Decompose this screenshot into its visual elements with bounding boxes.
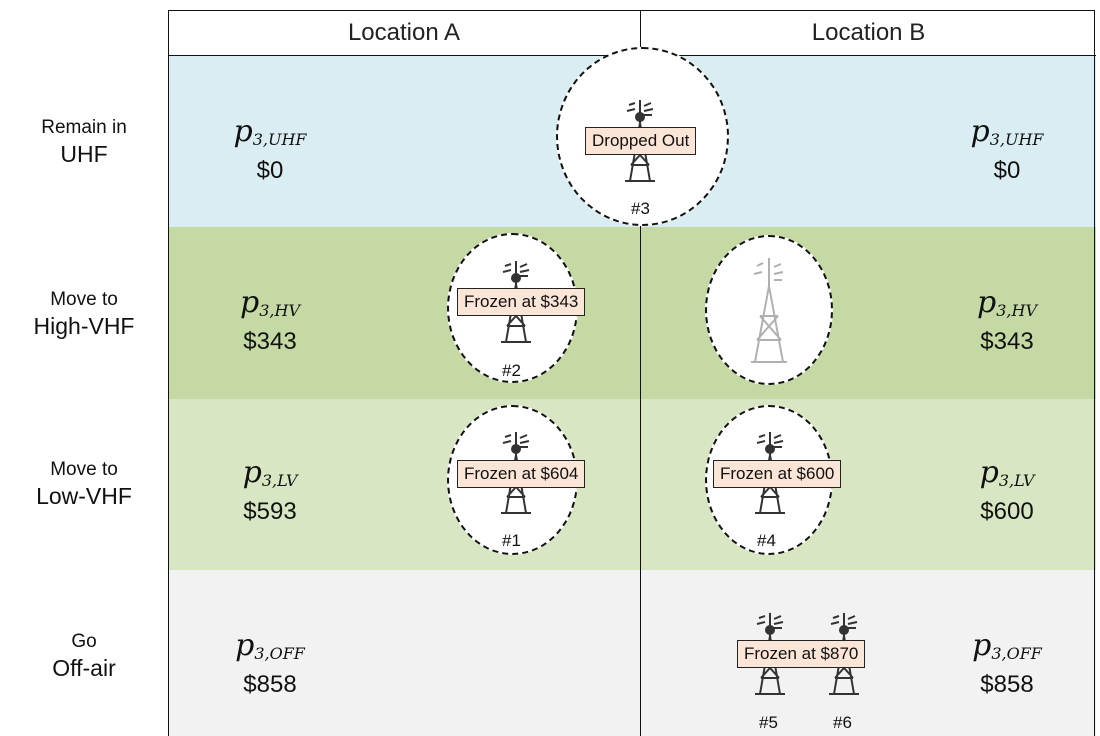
price-value: $343 <box>980 328 1034 355</box>
price-symbol: p <box>970 114 990 149</box>
price-subscript: 3,UHF <box>989 130 1044 149</box>
price-b-high-vhf: p3,HV $343 <box>942 287 1072 357</box>
row-label-line1: Remain in <box>41 117 127 138</box>
price-a-low-vhf: p3,LV $593 <box>205 457 335 527</box>
station-2-number: #2 <box>502 361 521 380</box>
price-subscript: 3,UHF <box>252 130 307 149</box>
row-label-line2: Low-VHF <box>36 482 132 509</box>
price-symbol: p <box>979 455 999 490</box>
row-band-high-vhf <box>168 227 1096 399</box>
price-a-off-air: p3,OFF $858 <box>205 630 335 700</box>
price-symbol: p <box>977 285 997 320</box>
price-b-low-vhf: p3,LV $600 <box>942 457 1072 527</box>
station-5-6-tag: Frozen at $870 <box>737 640 866 668</box>
price-subscript: 3,LV <box>261 471 298 490</box>
price-symbol: p <box>242 455 262 490</box>
price-value: $858 <box>980 671 1034 698</box>
station-4-number: #4 <box>757 531 776 550</box>
location-divider <box>640 10 641 736</box>
price-symbol: p <box>235 628 255 663</box>
price-value: $858 <box>243 671 297 698</box>
price-b-off-air: p3,OFF $858 <box>942 630 1072 700</box>
price-value: $0 <box>993 157 1021 184</box>
station-5-number: #5 <box>759 713 778 732</box>
price-a-uhf: p3,UHF $0 <box>205 116 335 186</box>
faded-broadcast-tower-icon <box>751 258 787 363</box>
row-label-off-air: Go Off-air <box>0 630 168 683</box>
row-label-line1: Move to <box>50 289 118 310</box>
station-1-tag: Frozen at $604 <box>457 460 586 488</box>
station-6-number: #6 <box>833 713 852 732</box>
row-label-line2: UHF <box>60 140 108 167</box>
price-value: $343 <box>243 328 297 355</box>
table-frame <box>168 10 1095 736</box>
price-symbol: p <box>972 628 992 663</box>
station-4-tag: Frozen at $600 <box>713 460 842 488</box>
price-value: $600 <box>980 498 1034 525</box>
row-label-line2: Off-air <box>52 654 116 681</box>
row-label-low-vhf: Move to Low-VHF <box>0 458 168 511</box>
column-header-location-b: Location B <box>811 18 926 46</box>
price-subscript: 3,OFF <box>991 644 1042 663</box>
price-symbol: p <box>233 114 253 149</box>
price-value: $0 <box>256 157 284 184</box>
column-header-location-a: Location A <box>347 18 461 46</box>
station-2-tag: Frozen at $343 <box>457 288 586 316</box>
price-value: $593 <box>243 498 297 525</box>
price-b-uhf: p3,UHF $0 <box>942 116 1072 186</box>
price-subscript: 3,HV <box>996 301 1037 320</box>
row-label-line1: Move to <box>50 459 118 480</box>
price-subscript: 3,OFF <box>254 644 305 663</box>
row-band-off-air <box>168 570 1096 736</box>
price-symbol: p <box>240 285 260 320</box>
price-a-high-vhf: p3,HV $343 <box>205 287 335 357</box>
station-1-number: #1 <box>502 531 521 550</box>
station-3-number: #3 <box>631 199 650 218</box>
price-subscript: 3,HV <box>259 301 300 320</box>
row-band-low-vhf <box>168 399 1096 570</box>
row-label-line1: Go <box>71 631 97 652</box>
station-3-tag: Dropped Out <box>585 127 697 155</box>
row-label-high-vhf: Move to High-VHF <box>0 288 168 341</box>
row-label-line2: High-VHF <box>33 312 135 339</box>
row-label-uhf: Remain in UHF <box>0 116 168 169</box>
price-subscript: 3,LV <box>998 471 1035 490</box>
